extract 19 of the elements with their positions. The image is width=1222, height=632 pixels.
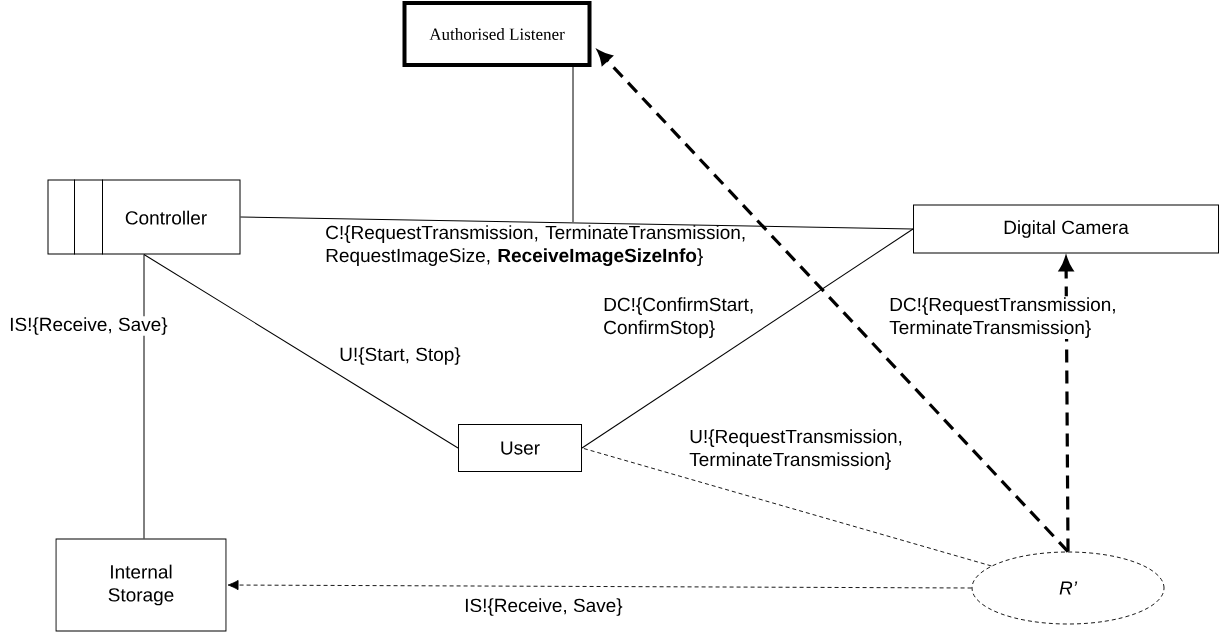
user-box: User: [458, 424, 582, 472]
controller-box: Controller: [47, 179, 241, 255]
edge-label: IS!{Receive, Save}: [8, 316, 169, 336]
edge-label: DC!{RequestTransmission, TerminateTransmission}: [888, 296, 1131, 339]
connector-line: [143, 254, 145, 539]
edge-label: U!{RequestTransmission, TerminateTransmission}: [689, 429, 902, 470]
edge-label: DC!{ConfirmStart, ConfirmStop}: [604, 297, 753, 338]
arrow: [227, 579, 972, 591]
edge-label: IS!{Receive, Save}: [465, 598, 623, 616]
camera-box: Digital Camera: [913, 204, 1219, 254]
connector-line: [143, 254, 459, 449]
connector-line: [240, 216, 914, 230]
listener-box: Authorised Listener: [402, 1, 592, 67]
connector-line: [572, 66, 574, 223]
edge-label: U!{Start, Stop}: [340, 347, 461, 365]
connector-line: [581, 228, 914, 449]
connector-line: [581, 447, 992, 567]
storage-box: Internal Storage: [55, 538, 227, 632]
edge-label: C!{RequestTransmission, TerminateTransmission, RequestImageSize, ReceiveImageSizeInfo}: [326, 225, 745, 266]
